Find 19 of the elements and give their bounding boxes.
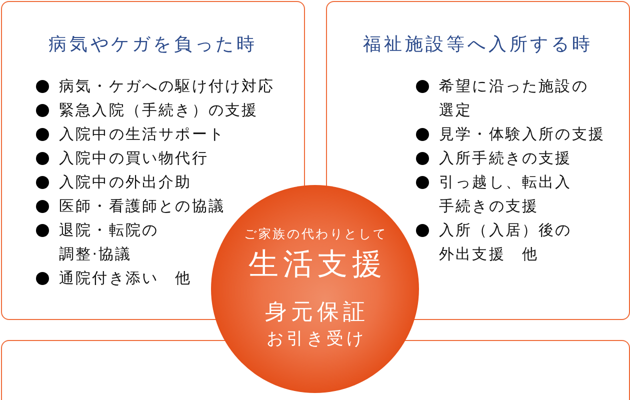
list-item: 病気・ケガへの駆け付け対応 [59, 76, 275, 97]
badge-caption: お引き受け [266, 330, 366, 348]
list-item: 入院中の買い物代行 [59, 148, 208, 169]
list-item: 入所手続きの支援 [439, 148, 572, 169]
list-item: 見学・体験入所の支援 [439, 124, 605, 145]
list-item: 入院中の生活サポート [59, 124, 225, 145]
list-item: 入院中の外出介助 [59, 172, 192, 193]
badge-heading: 生活支援 [247, 248, 386, 282]
badge-subheading: 身元保証 [264, 301, 369, 325]
list-item: 入所（入居）後の外出支援 他 [439, 220, 573, 265]
badge-tagline: ご家族の代わりとして [243, 226, 388, 242]
card-heading: 福祉施設等へ入所する時 [363, 33, 593, 57]
list-item: 通院付き添い 他 [59, 268, 192, 289]
list-item: 緊急入院（手続き）の支援 [59, 100, 258, 121]
list-item: 引っ越し、転出入手続きの支援 [439, 172, 573, 217]
list-item: 医師・看護師との協議 [59, 196, 225, 217]
list-item: 退院・転院の調整·協議 [59, 220, 160, 265]
card-heading: 病気やケガを負った時 [48, 33, 258, 57]
list-item: 希望に沿った施設の選定 [439, 76, 590, 121]
